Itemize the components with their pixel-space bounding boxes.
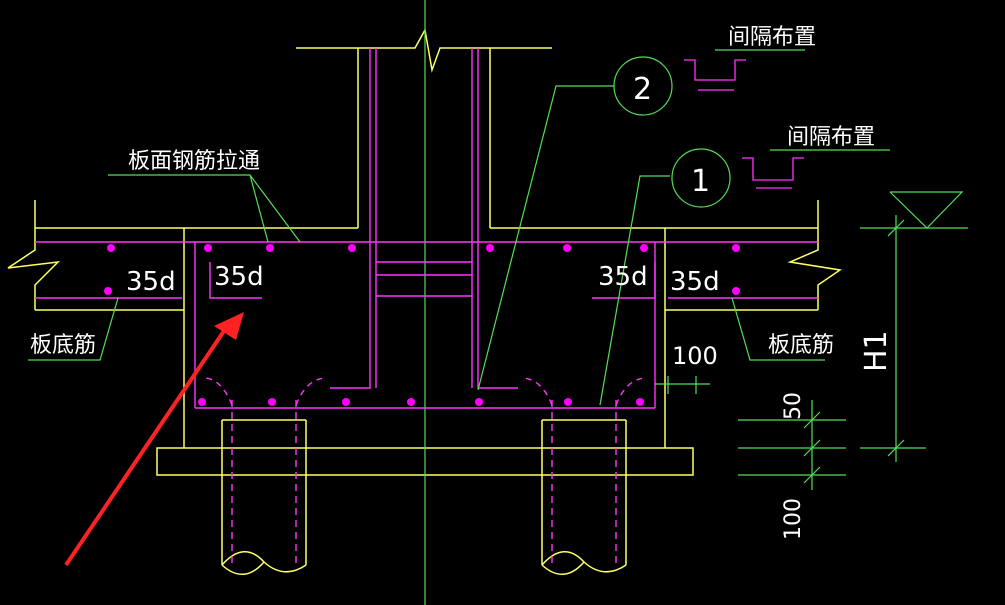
interval-symbols <box>684 59 804 189</box>
rebar-dot <box>640 244 648 252</box>
rebar-dots <box>104 244 740 406</box>
rebar-dot <box>104 287 112 295</box>
rebar-dot <box>407 398 415 406</box>
label-anchor-3: 35d <box>598 262 648 292</box>
rebar-dot <box>204 244 212 252</box>
leader-callout-1 <box>599 175 670 406</box>
rebar-dot <box>636 398 644 406</box>
red-arrow <box>64 312 244 567</box>
label-anchor-2: 35d <box>214 262 264 292</box>
rebar-dot <box>107 244 115 252</box>
pile-left-rebar <box>231 400 297 565</box>
label-anchor-4: 35d <box>670 267 720 297</box>
leader-top-rebar <box>108 174 301 243</box>
label-bottom-rebar-left: 板底筋 <box>30 333 96 358</box>
elevation-mark <box>889 191 964 229</box>
label-anchor-1: 35d <box>126 267 176 297</box>
label-interval-1: 间隔布置 <box>787 125 875 150</box>
rebar-dot <box>342 398 350 406</box>
anchor-bar-right <box>592 262 656 299</box>
rebar-dot <box>564 398 572 406</box>
column-bar-right-outer <box>477 48 518 389</box>
dim-vertical-right <box>738 400 846 490</box>
rebar-dot <box>732 287 740 295</box>
leader-lines <box>28 49 968 490</box>
pile-right-rebar <box>551 400 617 565</box>
interval-symbol-1 <box>742 157 804 189</box>
concrete-outline <box>7 27 842 575</box>
slab-right-end-mid <box>787 228 842 310</box>
label-interval-2: 间隔布置 <box>728 25 816 50</box>
label-callout-2: 2 <box>633 72 652 107</box>
dim-100-horizontal <box>655 376 710 394</box>
callout-circles <box>613 56 731 208</box>
leader-bottom-right <box>731 297 825 361</box>
pile-right-hooks <box>523 377 645 406</box>
slab-left-end-mid <box>7 228 61 310</box>
leader-callout-2 <box>477 85 614 391</box>
rebar-dot <box>563 244 571 252</box>
column-bar-left-outer <box>330 48 371 389</box>
rebar-dot <box>198 398 206 406</box>
callout-2-circle <box>613 56 673 116</box>
arrow-shaft <box>64 323 230 567</box>
pile-right-edges <box>541 419 627 565</box>
label-callout-1: 1 <box>691 164 710 199</box>
callout-1-circle <box>671 148 731 208</box>
label-dim-h1: H1 <box>859 330 894 372</box>
label-dim-50: 50 <box>781 392 806 420</box>
joint-stirrups <box>376 261 472 297</box>
column-break-line <box>296 27 552 73</box>
rebar-dot <box>266 244 274 252</box>
pile-left-edges <box>221 419 307 565</box>
rebar-dot <box>732 244 740 252</box>
label-dim-100-a: 100 <box>672 342 718 370</box>
label-top-rebar: 板面钢筋拉通 <box>128 149 260 174</box>
leader-bottom-left <box>28 297 119 361</box>
pile-left-hooks <box>205 377 325 406</box>
pile-left-break <box>221 551 307 575</box>
rebar-dot <box>268 398 276 406</box>
anchor-bar-left <box>209 262 262 299</box>
label-bottom-rebar-right: 板底筋 <box>768 333 834 358</box>
pile-right-break <box>541 551 627 575</box>
rebar-lines <box>35 48 818 565</box>
arrow-head <box>214 312 244 340</box>
interval-symbol-2 <box>684 59 746 91</box>
rebar-dot <box>486 244 494 252</box>
rebar-dot <box>348 244 356 252</box>
dim-h1-line <box>860 215 968 462</box>
dim-ticks <box>803 219 905 484</box>
rebar-dot <box>475 398 483 406</box>
label-dim-100-b: 100 <box>781 498 806 540</box>
